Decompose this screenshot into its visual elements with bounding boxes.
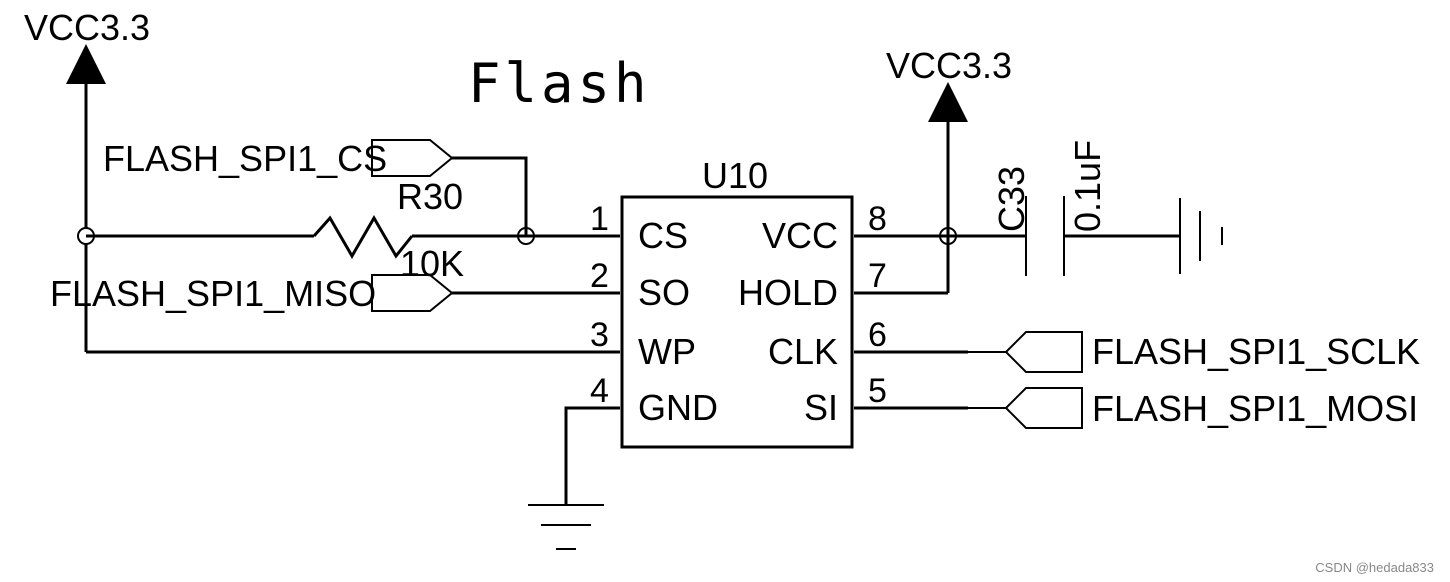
ground-bottom — [528, 406, 620, 550]
port-shape-icon — [1004, 387, 1083, 429]
net-port-cs: FLASH_SPI1_CS — [103, 138, 528, 236]
pin-name: SO — [638, 272, 690, 313]
net-port-miso: FLASH_SPI1_MISO — [50, 273, 620, 314]
watermark: CSDN @hedada833 — [1315, 560, 1434, 575]
pin-name: WP — [638, 331, 696, 372]
pin-number: 7 — [868, 257, 887, 295]
chip-body — [620, 195, 854, 449]
pin-name: SI — [804, 387, 838, 428]
resistor-r30: R30 10K — [86, 176, 620, 284]
ground-right — [1142, 198, 1223, 274]
schematic-title: Flash — [468, 52, 651, 115]
pin-number: 5 — [868, 372, 887, 410]
pin-number: 6 — [868, 316, 887, 354]
pin-name: CS — [638, 215, 688, 256]
vcc-power-left: VCC3.3 — [24, 7, 150, 352]
capacitor-value: 0.1uF — [1067, 140, 1108, 232]
net-port-sclk: FLASH_SPI1_SCLK — [854, 331, 1420, 373]
port-shape-icon — [1004, 331, 1083, 373]
pin-number: 2 — [590, 257, 609, 295]
power-arrow-icon — [928, 82, 968, 122]
pin-name: GND — [638, 387, 718, 428]
net-label-miso: FLASH_SPI1_MISO — [50, 273, 376, 314]
net-label-sclk: FLASH_SPI1_SCLK — [1092, 331, 1420, 372]
port-shape-icon — [371, 139, 454, 177]
pin-name: HOLD — [738, 272, 838, 313]
net-label-mosi: FLASH_SPI1_MOSI — [1092, 388, 1418, 429]
vcc-power-right: VCC3.3 — [854, 45, 1026, 295]
net-label-cs: FLASH_SPI1_CS — [103, 138, 387, 179]
pin-number: 4 — [590, 372, 609, 410]
vcc-label-right: VCC3.3 — [886, 45, 1012, 86]
pin-number: 8 — [868, 200, 887, 238]
pin-name: CLK — [768, 331, 838, 372]
capacitor-c33: C33 0.1uF — [991, 140, 1142, 276]
resistor-ref: R30 — [397, 176, 463, 217]
capacitor-ref: C33 — [991, 166, 1032, 232]
pin-number: 1 — [590, 200, 609, 238]
net-port-mosi: FLASH_SPI1_MOSI — [854, 387, 1418, 429]
port-shape-icon — [371, 274, 454, 312]
vcc-label-left: VCC3.3 — [24, 7, 150, 48]
pin-number: 3 — [590, 316, 609, 354]
power-arrow-icon — [66, 44, 106, 84]
chip-ref: U10 — [702, 155, 768, 196]
chip-u10: U10 1 2 3 4 CS SO WP GND VCC HOLD CLK SI… — [590, 155, 887, 449]
resistor-zigzag-icon — [312, 215, 414, 259]
pin-name: VCC — [762, 215, 838, 256]
